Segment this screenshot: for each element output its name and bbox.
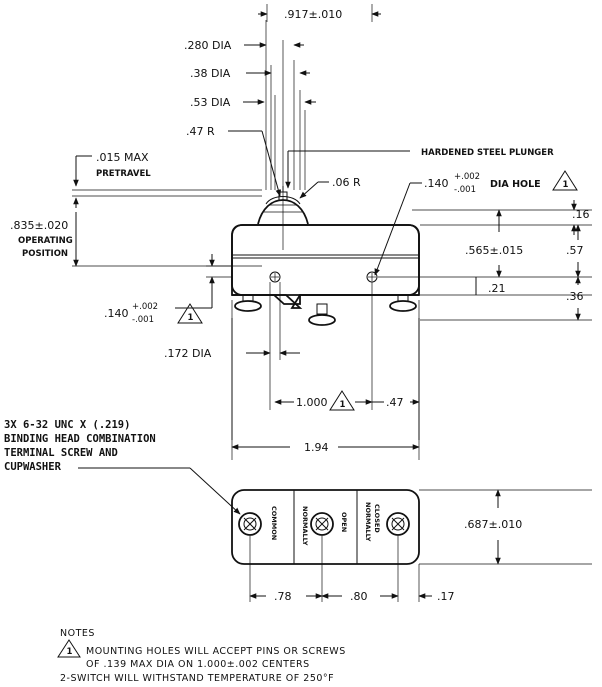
label-nc-2: CLOSED	[373, 504, 381, 533]
right-36: .36	[566, 290, 584, 303]
terminal-screw-side-right	[389, 294, 417, 312]
terminal-screw-open	[310, 512, 334, 536]
plunger-label: HARDENED STEEL PLUNGER	[421, 148, 554, 158]
notes-title: NOTES	[60, 628, 95, 639]
note-flag-hole	[552, 170, 578, 191]
label-common: COMMON	[270, 506, 278, 540]
flag-1-legend: 1	[67, 647, 73, 657]
dim-280-dia: .280 DIA	[184, 39, 304, 52]
width-194: 1.94	[304, 441, 329, 454]
note1-line1: MOUNTING HOLES WILL ACCEPT PINS OR SCREW…	[86, 646, 346, 657]
dim-172-label: .172 DIA	[164, 347, 212, 360]
flag-1-hole: 1	[563, 180, 569, 190]
screw-callout: 3X 6-32 UNC X (.219) BINDING HEAD COMBIN…	[4, 419, 241, 515]
dim-917: .917±.010	[258, 4, 381, 22]
terminal-screw-side-center	[308, 303, 336, 326]
term-height: .687±.010	[464, 518, 522, 531]
bottom-80: .80	[350, 590, 368, 603]
terminal-end-view: COMMON NORMALLY OPEN NORMALLY CLOSED	[231, 489, 420, 565]
dim-280-label: .280 DIA	[184, 39, 232, 52]
dim-835: .835±.020 OPERATING POSITION	[10, 212, 262, 267]
right-57: .57	[566, 244, 584, 257]
switch-side-view	[231, 186, 420, 326]
flag-1-center: 1	[340, 400, 346, 410]
dim-38-dia: .38 DIA	[190, 67, 310, 80]
terminal-screw-closed	[386, 512, 410, 536]
right-47: .47	[386, 396, 404, 409]
dims-right: .16 .565±.015 .57 .21 .36	[378, 200, 592, 321]
op-pos-line1: OPERATING	[18, 236, 73, 246]
op-pos-value: .835±.020	[10, 219, 68, 232]
dim-687: .687±.010	[419, 489, 592, 565]
dim-53-dia: .53 DIA	[190, 96, 316, 109]
callout-line4: CUPWASHER	[4, 461, 62, 473]
mount-hole-left	[269, 271, 281, 283]
note-flag-legend	[57, 639, 81, 658]
right-565: .565±.015	[465, 244, 523, 257]
dim-194: 1.94	[231, 410, 420, 460]
dim-172: .172 DIA	[164, 282, 300, 410]
note2: 2-SWITCH WILL WITHSTAND TEMPERATURE OF 2…	[60, 673, 334, 684]
terminal-screw-side-left	[234, 294, 262, 312]
note-flag-center	[329, 390, 355, 411]
note1-line2: OF .139 MAX DIA ON 1.000±.002 CENTERS	[86, 659, 310, 670]
pretravel-line2: PRETRAVEL	[96, 169, 151, 179]
label-no-2: OPEN	[340, 512, 348, 532]
label-nc-1: NORMALLY	[364, 502, 372, 542]
hole-tol-plus: +.002	[454, 172, 480, 182]
dim-140-hole: .140 +.002 -.001 DIA HOLE 1	[374, 170, 578, 276]
dim-06r-label: .06 R	[332, 176, 361, 189]
terminal-screw-common	[238, 512, 262, 536]
op-pos-line2: POSITION	[22, 249, 68, 259]
dims-bottom: .78 .80 .17	[249, 536, 455, 603]
dim-53-label: .53 DIA	[190, 96, 231, 109]
callout-line3: TERMINAL SCREW AND	[4, 447, 118, 459]
hole-suffix: DIA HOLE	[490, 179, 541, 190]
callout-line2: BINDING HEAD COMBINATION	[4, 433, 156, 445]
center-1000: 1.000	[296, 396, 328, 409]
dim-47r-label: .47 R	[186, 125, 215, 138]
dim-06-r: .06 R	[299, 176, 361, 199]
left-140-plus: +.002	[132, 302, 158, 312]
hole-tol-minus: -.001	[454, 185, 476, 195]
dim-38-label: .38 DIA	[190, 67, 231, 80]
left-140-base: .140	[104, 307, 129, 320]
dim-47-r: .47 R	[186, 125, 282, 197]
callout-line1: 3X 6-32 UNC X (.219)	[4, 419, 130, 431]
right-21: .21	[488, 282, 506, 295]
dim-pretravel: .015 MAX PRETRAVEL	[72, 151, 262, 208]
pretravel-line1: .015 MAX	[96, 151, 149, 164]
dim-140-left: .140 +.002 -.001 1	[104, 254, 232, 325]
bottom-17: .17	[437, 590, 455, 603]
dim-plunger: HARDENED STEEL PLUNGER	[285, 148, 554, 189]
dim-917-label: .917±.010	[284, 8, 342, 21]
flag-1-left: 1	[188, 313, 194, 323]
note-flag-left	[177, 303, 203, 324]
notes-block: NOTES 1 MOUNTING HOLES WILL ACCEPT PINS …	[57, 628, 346, 684]
bottom-78: .78	[274, 590, 292, 603]
hole-dia-base: .140	[424, 177, 449, 190]
left-140-minus: -.001	[132, 315, 154, 325]
right-16: .16	[572, 208, 590, 221]
label-no-1: NORMALLY	[301, 506, 309, 546]
